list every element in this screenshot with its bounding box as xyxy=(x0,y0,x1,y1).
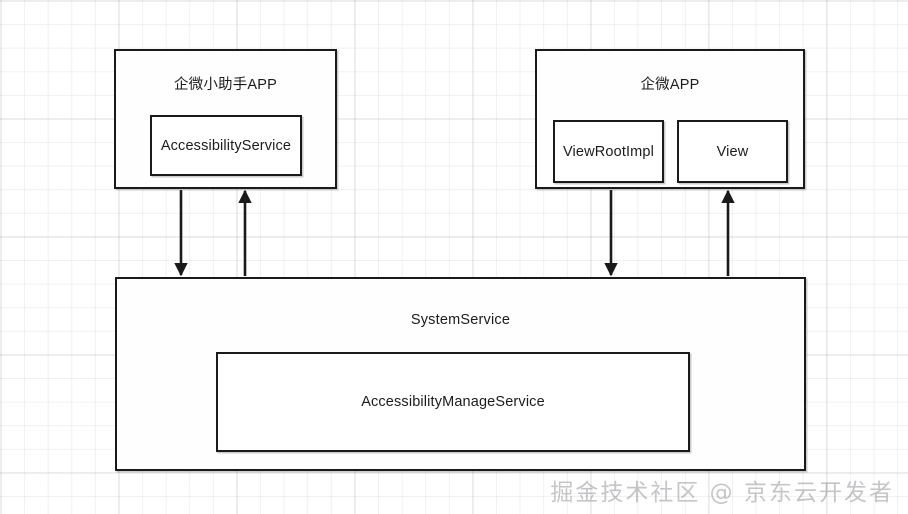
node-accessibility-manage-service-label: AccessibilityManageService xyxy=(361,394,545,410)
node-accessibility-service-label: AccessibilityService xyxy=(160,137,292,154)
node-accessibility-service[interactable]: AccessibilityService xyxy=(150,115,302,176)
node-helper-app-title: 企微小助手APP xyxy=(173,77,278,93)
node-qiwei-app[interactable]: 企微APP ViewRootImpl View xyxy=(535,49,805,189)
node-system-service[interactable]: SystemService AccessibilityManageService xyxy=(115,277,806,471)
node-viewrootimpl-label: ViewRootImpl xyxy=(563,143,654,160)
node-helper-app[interactable]: 企微小助手APP AccessibilityService xyxy=(114,49,337,189)
node-viewrootimpl[interactable]: ViewRootImpl xyxy=(553,120,664,183)
node-view-label: View xyxy=(716,143,749,160)
node-system-service-title: SystemService xyxy=(410,312,511,328)
watermark-text: 掘金技术社区 @ 京东云开发者 xyxy=(550,480,894,506)
node-accessibility-manage-service[interactable]: AccessibilityManageService xyxy=(216,352,690,452)
node-qiwei-app-title: 企微APP xyxy=(640,77,700,93)
node-view[interactable]: View xyxy=(677,120,788,183)
